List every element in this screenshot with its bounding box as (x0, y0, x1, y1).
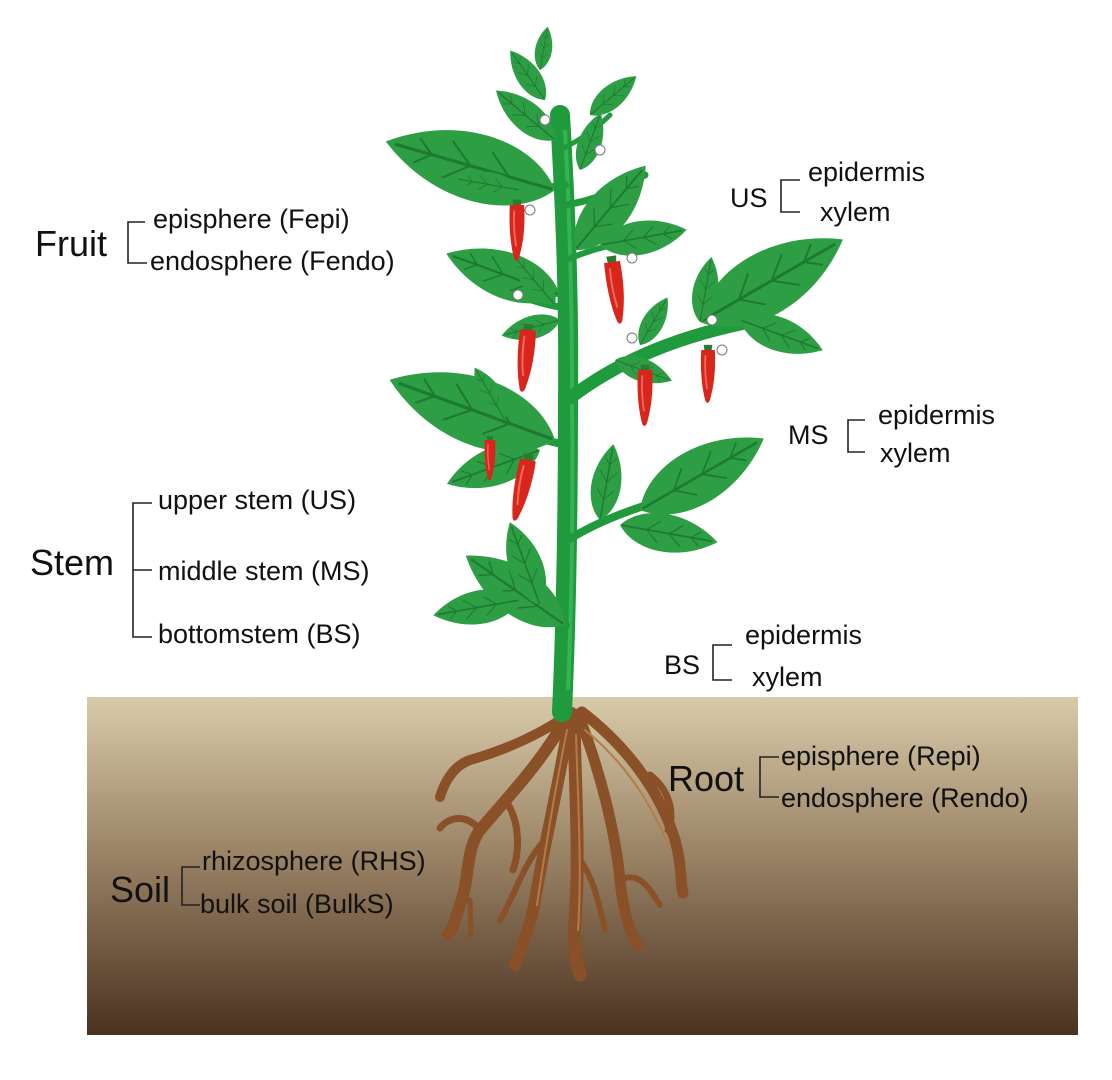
ms-epidermis-label: epidermis (878, 400, 996, 430)
us-title: US (730, 183, 768, 213)
root-highlights (536, 729, 669, 931)
ms-title: MS (788, 420, 829, 450)
root-episphere-label: episphere (Repi) (781, 741, 981, 771)
brackets (127, 179, 865, 906)
root-endosphere-label: endosphere (Rendo) (781, 783, 1029, 813)
bs-epidermis-label: epidermis (745, 620, 863, 650)
soil-title: Soil (110, 869, 171, 910)
bs-xylem-label: xylem (752, 662, 823, 692)
fruit-title: Fruit (35, 223, 107, 264)
stem-upper-label: upper stem (US) (158, 485, 357, 515)
leaves (374, 24, 861, 646)
roots (435, 706, 689, 982)
fruit-endosphere-label: endosphere (Fendo) (150, 246, 395, 276)
bs-title: BS (664, 650, 701, 680)
soil-bulk-label: bulk soil (BulkS) (200, 889, 394, 919)
soil-rhizosphere-label: rhizosphere (RHS) (202, 846, 426, 876)
stem-title: Stem (30, 542, 115, 583)
fruit-episphere-label: episphere (Fepi) (153, 204, 350, 234)
us-xylem-label: xylem (820, 197, 891, 227)
flowers (512, 114, 728, 356)
us-epidermis-label: epidermis (808, 157, 926, 187)
root-title: Root (668, 758, 745, 799)
ms-xylem-label: xylem (880, 438, 951, 468)
stem-middle-label: middle stem (MS) (158, 556, 370, 586)
stem-bottom-label: bottomstem (BS) (158, 619, 361, 649)
